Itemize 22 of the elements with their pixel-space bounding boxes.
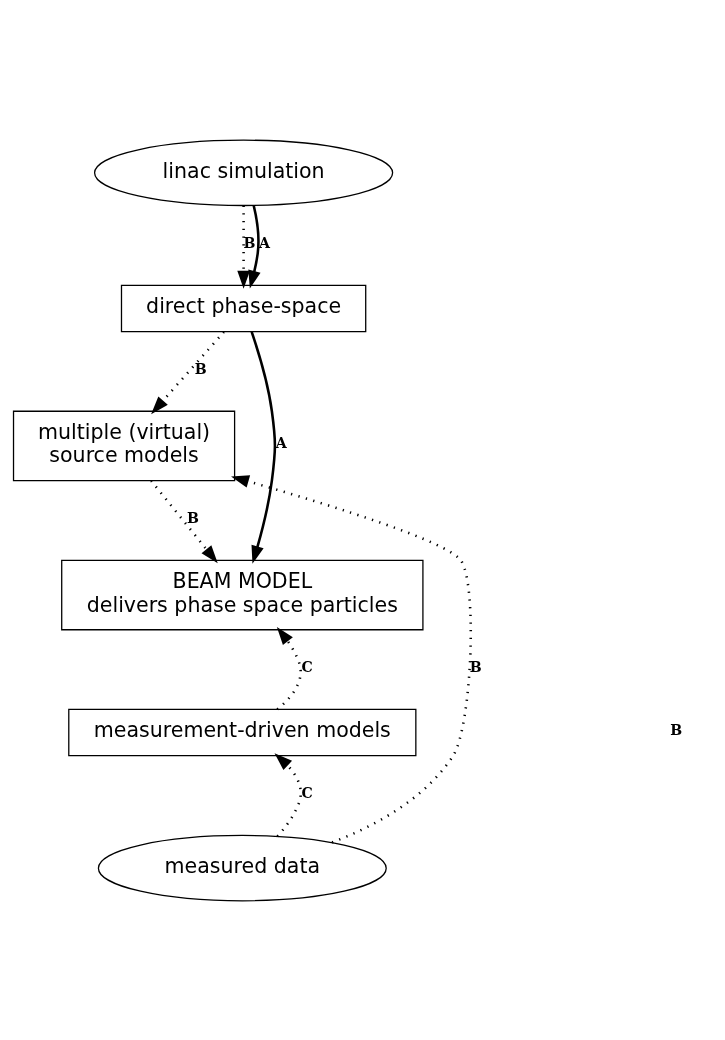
- arrow: [237, 205, 250, 289]
- node-box: measurement-driven models: [68, 708, 417, 756]
- edge-label: B: [187, 509, 199, 526]
- node-box: direct phase-space: [120, 284, 367, 332]
- arrow: [231, 474, 473, 844]
- label: B: [670, 721, 683, 738]
- node-ellipse: measured data: [97, 834, 387, 901]
- edge-label: C: [301, 784, 313, 801]
- arrow: [150, 479, 218, 563]
- arrow: [274, 752, 302, 837]
- arrow: [248, 204, 261, 289]
- node-box: BEAM MODEL delivers phase space particles: [61, 559, 424, 630]
- node-box: multiple (virtual) source models: [12, 410, 236, 481]
- node-ellipse: linac simulation: [93, 139, 394, 206]
- edge-label: B: [194, 360, 207, 377]
- arrow: [250, 331, 277, 564]
- edge-label: C: [301, 658, 313, 675]
- edge-label: A: [275, 434, 287, 451]
- edge-label: B: [243, 234, 256, 251]
- arrow: [276, 626, 302, 710]
- arrow: [151, 330, 225, 414]
- edge-label: B: [469, 658, 482, 675]
